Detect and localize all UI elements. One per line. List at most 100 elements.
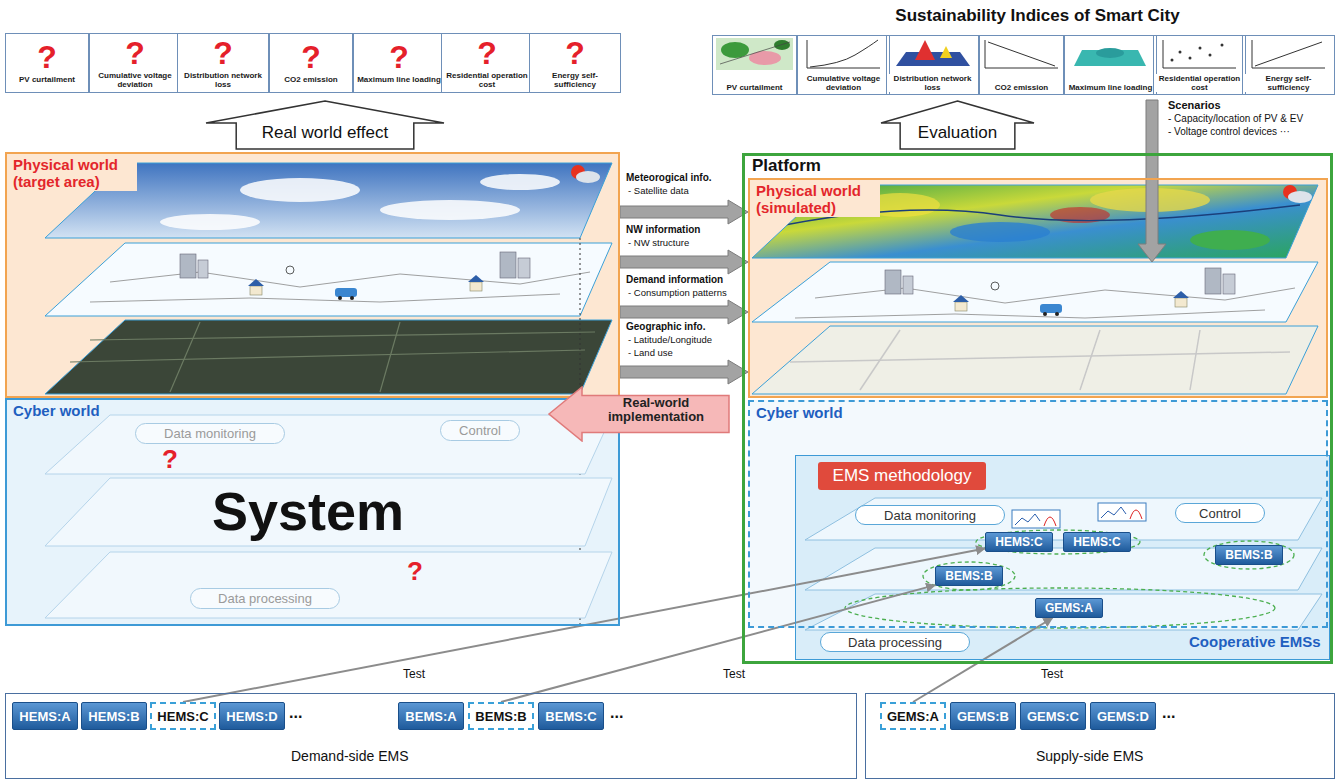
node-text: Control [459,423,501,438]
index-box: ?PV curtailment [5,33,89,93]
layer-pill: Data processing [190,588,340,609]
node-text: ... [610,705,623,721]
node-text: Maximum line loading [1067,83,1155,92]
layer-pill: Control [1175,503,1265,523]
ems-block: GEMS:A [1035,598,1103,618]
region-fill [5,152,620,398]
data-flow-arrow [620,200,748,224]
node-text: Data monitoring [884,508,976,523]
arrow-outline [206,101,444,149]
node-text: GEMS:B [957,709,1009,724]
ems-block: BEMS:B [468,702,534,730]
node-text: ? [389,41,409,73]
layer-pill: Data processing [820,632,970,652]
node-text: Cyber world [754,404,845,421]
platform-box: PlatformPhysical world (simulated) Cyber … [742,153,1333,664]
annotation-label: - Consumption patterns [628,287,727,298]
node-text: CO2 emission [993,83,1050,92]
node-text: Cumulative voltage deviation [798,74,889,92]
node-text: Cyber world [11,402,102,419]
network-details [795,268,1295,318]
node-text: Platform [752,156,821,176]
block-arrow: Real world effect [205,100,449,150]
chart-index-box: Distribution network loss [886,35,979,95]
annotation-label: NW information [626,224,700,236]
node-text: Data monitoring [164,426,256,441]
ems-block: GEMS:D [1090,702,1156,730]
ems-layers [805,498,1322,630]
ems-block: BEMS:B [1215,545,1283,565]
node-text: ... [289,705,302,721]
annotation-label: Test [1040,668,1064,682]
node-text: HEMS:C [157,709,208,724]
annotation-label: Scenarios [1168,99,1221,112]
map-layer [752,326,1318,394]
node-text: Data processing [218,591,312,606]
data-flow-arrow [620,300,748,324]
chart-index-box: CO2 emission [979,35,1064,95]
node-text: HEMS:C [1073,535,1120,549]
node-text: ? [37,41,57,73]
annotation-label: - Land use [628,347,673,358]
node-text: Residential operation cost [442,71,532,89]
cyber-layers [45,415,612,618]
region-box: Cyber world?System?Data monitoringContro… [5,398,620,626]
ems-header: EMS methodology [818,462,986,490]
node-text: BEMS:B [1225,548,1272,562]
test-arrow [913,618,1052,702]
ems-panel: Cooperative EMSsEMS methodologyData moni… [795,455,1330,660]
ems-block: HEMS:C [985,532,1053,552]
node-text: ... [1162,705,1175,721]
chart-index-box: Maximum line loading [1064,35,1157,95]
clouds [160,174,560,230]
node-text: Demand-side EMS [291,749,409,764]
node-text: Distribution network loss [887,74,978,92]
ems-block: BEMS:C [538,702,604,730]
node-text: Physical world (simulated) [754,183,880,217]
annotation-label: Demand information [626,274,723,286]
index-box: ?Distribution network loss [177,33,269,93]
layer-pill: Data monitoring [855,505,1005,525]
ems-block: BEMS:B [935,566,1003,586]
index-box: ?Residential operation cost [441,33,533,93]
node-text: ? [407,558,423,584]
chart-index-box: Energy self-sufficiency [1242,35,1335,95]
map-layer [45,320,612,394]
ems-block: HEMS:A [12,702,78,730]
node-text: ? [162,446,178,472]
node-text: BEMS:A [405,709,456,724]
node-text: Evaluation [880,124,1035,143]
node-text: CO2 emission [282,75,339,84]
layer-pill: Data monitoring [135,423,285,444]
chart-index-box: Cumulative voltage deviation [797,35,890,95]
chart-index-box: Residential operation cost [1153,35,1246,95]
node-text: BEMS:B [945,569,992,583]
index-box: ?Maximum line loading [353,33,445,93]
node-text: GEMS:D [1097,709,1149,724]
ems-block: GEMS:A [880,702,946,730]
cloud-icon [1288,191,1312,203]
node-text: Data processing [848,635,942,650]
map-details [790,330,1290,390]
region-box: Physical world (simulated) [748,178,1328,398]
group-ellipses [845,530,1294,628]
ems-block: GEMS:B [950,702,1016,730]
ems-block: HEMS:C [150,702,216,730]
map-details [70,322,595,392]
region-fill [5,398,620,626]
node-text: Energy self-sufficiency [530,71,620,89]
node-text: Control [1199,506,1241,521]
node-text: ? [565,37,585,69]
node-text: ? [213,37,233,69]
index-box: ? Energy self-sufficiency [529,33,621,93]
chart-index-box: PV curtailment [712,35,797,95]
annotation-label: - Voltage control devices ··· [1168,126,1290,138]
arrow-outline [549,387,729,441]
data-flow-arrow [620,250,748,274]
ems-block: HEMS:D [219,702,285,730]
node-text: GEMS:A [887,709,939,724]
data-flow-arrow [620,360,748,384]
network-layer [752,262,1318,322]
